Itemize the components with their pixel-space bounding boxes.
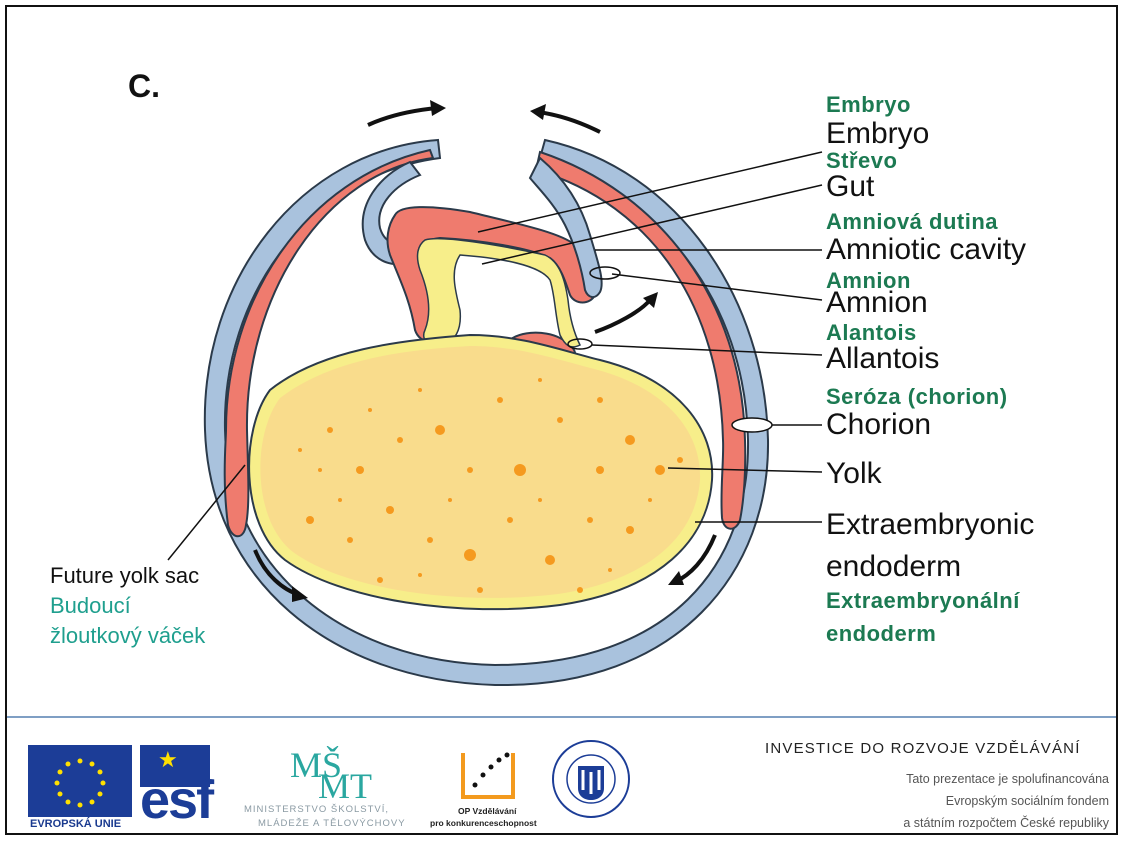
label-extraembryonic-en-2: endoderm [826,552,961,582]
label-extraembryonic-cz-1: Extraembryonální [826,590,1020,612]
esf-wordmark: esf [140,773,212,827]
university-seal-logo [550,738,632,820]
label-gut-cz: Střevo [826,150,897,172]
msmt-logo: MŠ MT [290,742,380,802]
footer-line-2: Evropským sociálním fondem [946,794,1109,808]
eu-label: EVROPSKÁ UNIE [30,818,121,830]
msmt-line1: MINISTERSTVO ŠKOLSTVÍ, [244,804,389,815]
label-embryo-en: Embryo [826,119,929,149]
label-future-yolk-sac-en: Future yolk sac [50,563,199,589]
footer-title: INVESTICE DO ROZVOJE VZDĚLÁVÁNÍ [765,740,1081,757]
label-future-yolk-sac-cz-1: Budoucí [50,593,131,619]
op-line2: pro konkurenceschopnost [430,818,537,828]
footer-line-1: Tato prezentace je spolufinancována [906,772,1109,786]
op-line1: OP Vzdělávání [458,806,516,816]
label-chorion-en: Chorion [826,410,931,440]
svg-text:MT: MT [318,766,372,802]
label-chorion-cz: Seróza (chorion) [826,386,1008,408]
op-logo [455,745,521,805]
label-gut-en: Gut [826,172,874,202]
label-future-yolk-sac-cz-2: žloutkový váček [50,623,205,649]
label-allantois-cz: Alantois [826,322,917,344]
footer-line-3: a státním rozpočtem České republiky [903,816,1109,830]
yolk-mass [249,335,712,609]
msmt-line2: MLÁDEŽE A TĚLOVÝCHOVY [258,818,406,829]
label-amnion-en: Amnion [826,288,928,318]
eu-flag-logo [28,745,132,817]
label-extraembryonic-cz-2: endoderm [826,623,936,645]
label-amniotic-en: Amniotic cavity [826,235,1026,265]
footer-divider [7,716,1116,718]
label-extraembryonic-en-1: Extraembryonic [826,510,1034,540]
esf-logo: ★ esf [140,745,237,830]
label-amniotic-cz: Amniová dutina [826,211,998,233]
label-allantois-en: Allantois [826,344,939,374]
label-embryo-cz: Embryo [826,94,911,116]
label-yolk-en: Yolk [826,459,882,489]
